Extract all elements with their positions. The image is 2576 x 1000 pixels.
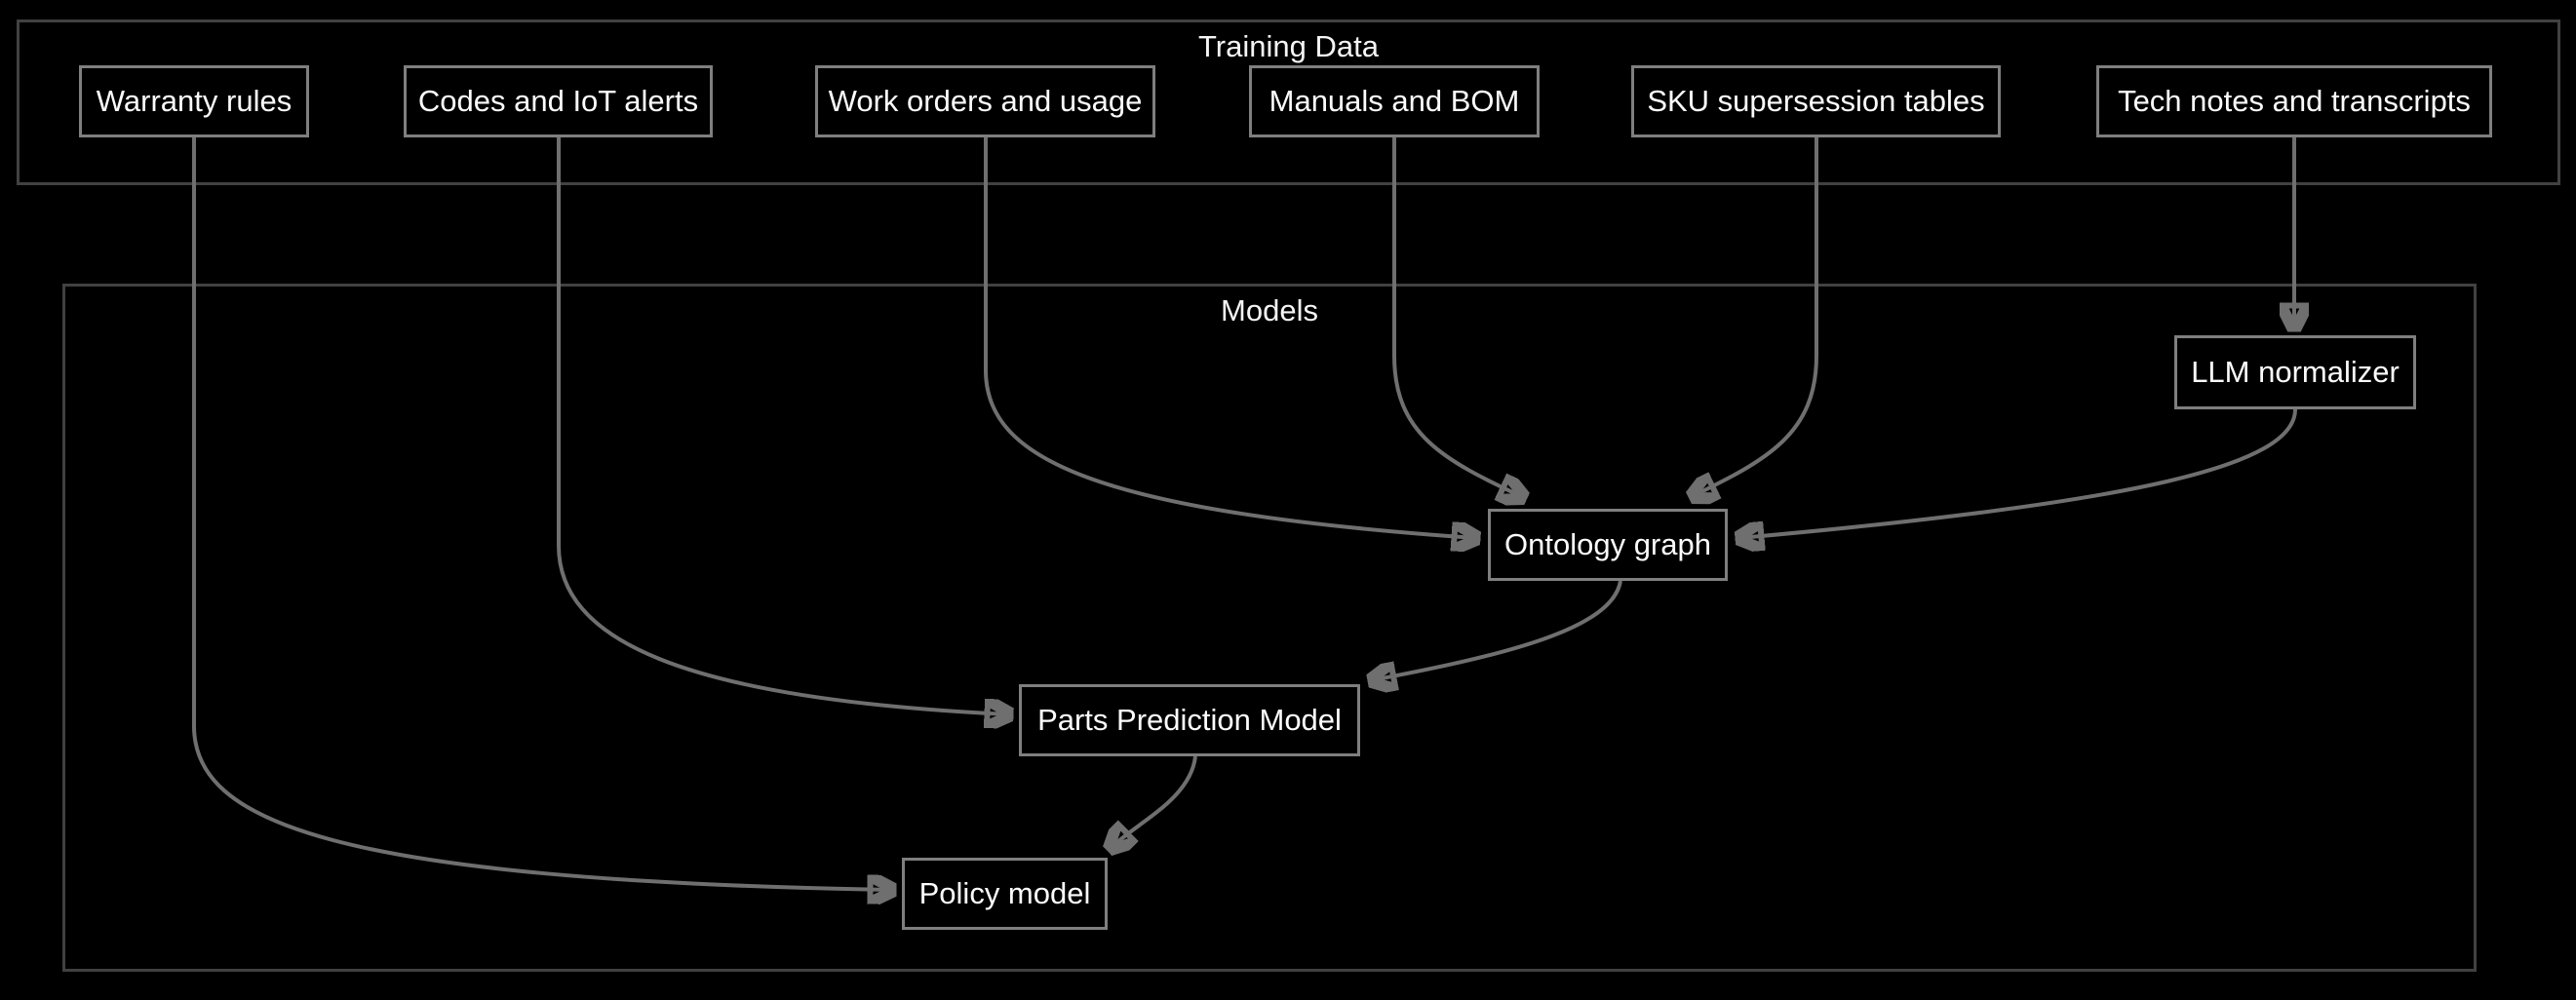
- node-warranty-rules: Warranty rules: [79, 65, 309, 137]
- edge-codes-alerts-to-parts-prediction: [557, 137, 1009, 714]
- node-policy-model: Policy model: [902, 858, 1108, 930]
- edge-llm-normalizer-to-ontology-graph: [1739, 408, 2297, 538]
- node-work-orders-and-usage: Work orders and usage: [815, 65, 1155, 137]
- node-sku-supersession-tables: SKU supersession tables: [1631, 65, 2001, 137]
- node-llm-normalizer: LLM normalizer: [2174, 335, 2416, 409]
- cluster-training-data-label: Training Data: [1198, 29, 1379, 63]
- edge-parts-prediction-to-policy-model: [1111, 755, 1197, 848]
- node-parts-prediction-model: Parts Prediction Model: [1019, 684, 1360, 756]
- edge-sku-tables-to-ontology-graph: [1693, 137, 1818, 496]
- edge-work-orders-to-ontology-graph: [984, 137, 1476, 538]
- edge-manuals-to-ontology-graph: [1392, 137, 1523, 497]
- edge-ontology-graph-to-parts-prediction: [1372, 580, 1622, 680]
- node-ontology-graph: Ontology graph: [1488, 509, 1728, 581]
- node-codes-and-iot-alerts: Codes and IoT alerts: [404, 65, 713, 137]
- cluster-models: Models: [62, 284, 2477, 972]
- node-tech-notes-and-transcripts: Tech notes and transcripts: [2096, 65, 2492, 137]
- cluster-models-label: Models: [1221, 293, 1318, 327]
- cluster-training-data: Training Data: [17, 19, 2560, 185]
- node-manuals-and-bom: Manuals and BOM: [1249, 65, 1540, 137]
- edge-warranty-rules-to-policy-model: [192, 137, 892, 890]
